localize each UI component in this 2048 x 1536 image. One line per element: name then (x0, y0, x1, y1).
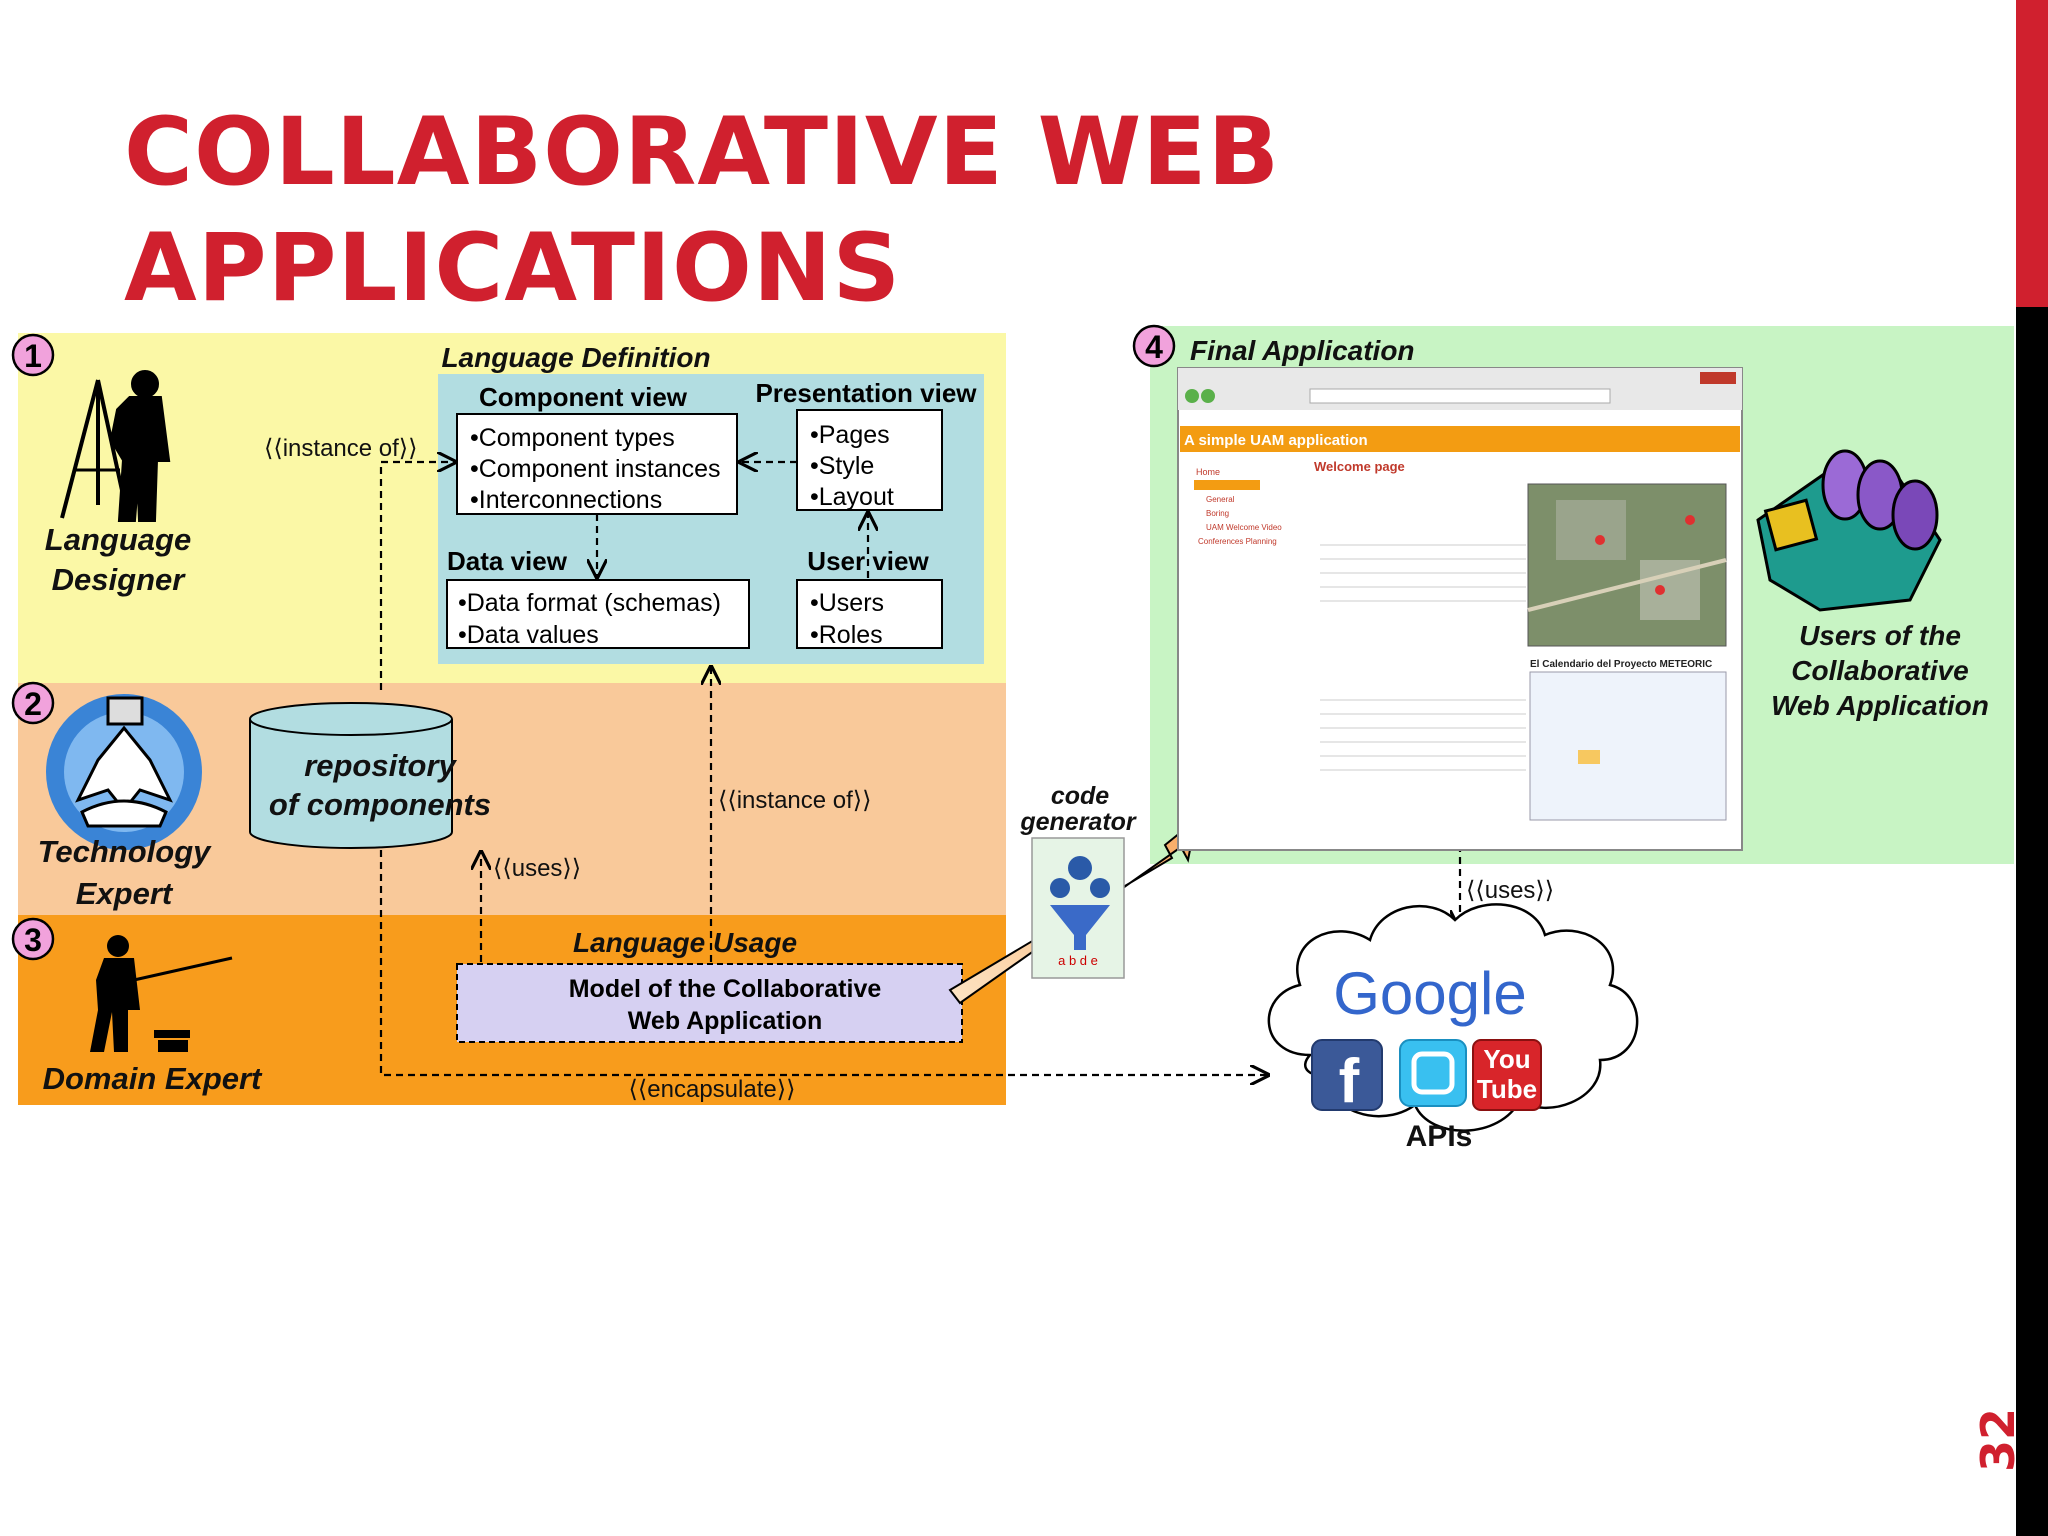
language-designer-label-line2: Designer (52, 562, 187, 597)
step-badge-4: 4 (1132, 324, 1176, 368)
screenshot-table (1320, 544, 1526, 771)
screenshot-map (1527, 483, 1727, 647)
step-badge-1: 1 (11, 333, 55, 377)
model-label-line1: Model of the Collaborative (569, 975, 882, 1003)
uses-label-2: ⟨⟨uses⟩⟩ (1466, 877, 1554, 904)
presentation-view-box (796, 409, 943, 511)
facebook-glyph: f (1339, 1047, 1360, 1116)
slide-title-line-1: COLLABORATIVE WEB (124, 98, 1281, 207)
presentation-view-item-2: •Style (810, 452, 874, 480)
youtube-glyph-line2: Tube (1477, 1074, 1537, 1104)
user-view-box (796, 579, 943, 649)
component-view-item-1: •Component types (470, 424, 675, 452)
component-view-box (456, 413, 738, 515)
step-number-2: 2 (24, 686, 42, 722)
presentation-view-item-1: •Pages (810, 421, 890, 449)
user-view-item-2: •Roles (810, 621, 883, 649)
final-application-title: Final Application (1190, 335, 1415, 366)
google-logo: Google (1333, 960, 1526, 1027)
side-bar-red-segment (2016, 0, 2048, 307)
code-generator-label-line2: generator (1019, 808, 1137, 836)
technology-expert-label-line1: Technology (38, 834, 213, 869)
uses-label-1: ⟨⟨uses⟩⟩ (493, 855, 581, 882)
language-usage-title: Language Usage (573, 927, 797, 958)
technology-expert-icon (46, 694, 202, 850)
youtube-icon: You Tube (1472, 1039, 1542, 1111)
svg-text:Home: Home (1196, 467, 1220, 477)
slide-title: COLLABORATIVE WEB APPLICATIONS (124, 95, 1424, 327)
svg-text:Conferences Planning: Conferences Planning (1198, 537, 1277, 546)
slide-title-line-2: APPLICATIONS (124, 214, 902, 323)
component-view-item-2: •Component instances (470, 455, 721, 483)
user-view-item-1: •Users (810, 589, 884, 617)
step-badge-3: 3 (11, 917, 55, 961)
language-designer-label-line1: Language (45, 522, 191, 557)
youtube-glyph-line1: You (1483, 1044, 1530, 1074)
instance-of-label-2: ⟨⟨instance of⟩⟩ (718, 787, 872, 814)
apis-label: APIs (1406, 1120, 1473, 1153)
side-bar-black-segment (2016, 307, 2048, 1536)
language-definition-title: Language Definition (441, 342, 710, 373)
data-view-title: Data view (447, 546, 568, 576)
presentation-view-item-3: •Layout (810, 483, 894, 511)
screenshot-page-title: Welcome page (1314, 459, 1405, 474)
repository-instance-of-arrow (379, 462, 455, 690)
facebook-icon: f (1311, 1039, 1383, 1116)
users-label-line2: Collaborative (1791, 655, 1968, 686)
component-view-title: Component view (479, 382, 688, 412)
encapsulate-arrow (379, 850, 1268, 1075)
data-view-item-1: •Data format (schemas) (458, 589, 721, 617)
step-badge-2: 2 (11, 681, 55, 725)
svg-text:UAM Welcome Video: UAM Welcome Video (1206, 523, 1282, 532)
svg-text:General: General (1206, 495, 1235, 504)
svg-text:Boring: Boring (1206, 509, 1229, 518)
svg-text:a b d e: a b d e (1058, 953, 1098, 968)
step-number-3: 3 (24, 922, 42, 958)
twitter-icon (1399, 1039, 1467, 1107)
language-designer-icon (60, 370, 171, 522)
users-label-line1: Users of the (1799, 620, 1961, 651)
final-application-screenshot: A simple UAM application Welcome page Ho… (1177, 367, 1743, 851)
model-label-line2: Web Application (628, 1007, 822, 1035)
users-icon (1756, 449, 1942, 612)
slide-side-bar (2016, 0, 2048, 1536)
screenshot-header: A simple UAM application (1184, 432, 1368, 449)
model-box (456, 963, 963, 1043)
repository-label-line2: of components (269, 787, 491, 822)
repository-label-line1: repository (304, 748, 457, 783)
domain-expert-label: Domain Expert (43, 1061, 263, 1096)
component-view-item-3: •Interconnections (470, 486, 662, 514)
data-view-item-2: •Data values (458, 621, 599, 649)
step-number-1: 1 (24, 338, 42, 374)
repository-cylinder (249, 702, 453, 849)
users-label-line3: Web Application (1771, 690, 1989, 721)
code-generator-label-line1: code (1051, 782, 1109, 810)
screenshot-calendar-title: El Calendario del Proyecto METEORIC (1530, 659, 1712, 670)
screenshot-calendar (1529, 671, 1727, 821)
code-generator-icon: a b d e (1031, 837, 1125, 979)
technology-expert-label-line2: Expert (76, 876, 174, 911)
encapsulate-label: ⟨⟨encapsulate⟩⟩ (629, 1076, 796, 1103)
domain-expert-icon (90, 935, 233, 1052)
presentation-view-title: Presentation view (755, 378, 977, 408)
step-number-4: 4 (1145, 329, 1163, 365)
instance-of-label-1: ⟨⟨instance of⟩⟩ (264, 435, 418, 462)
data-view-box (446, 579, 750, 649)
